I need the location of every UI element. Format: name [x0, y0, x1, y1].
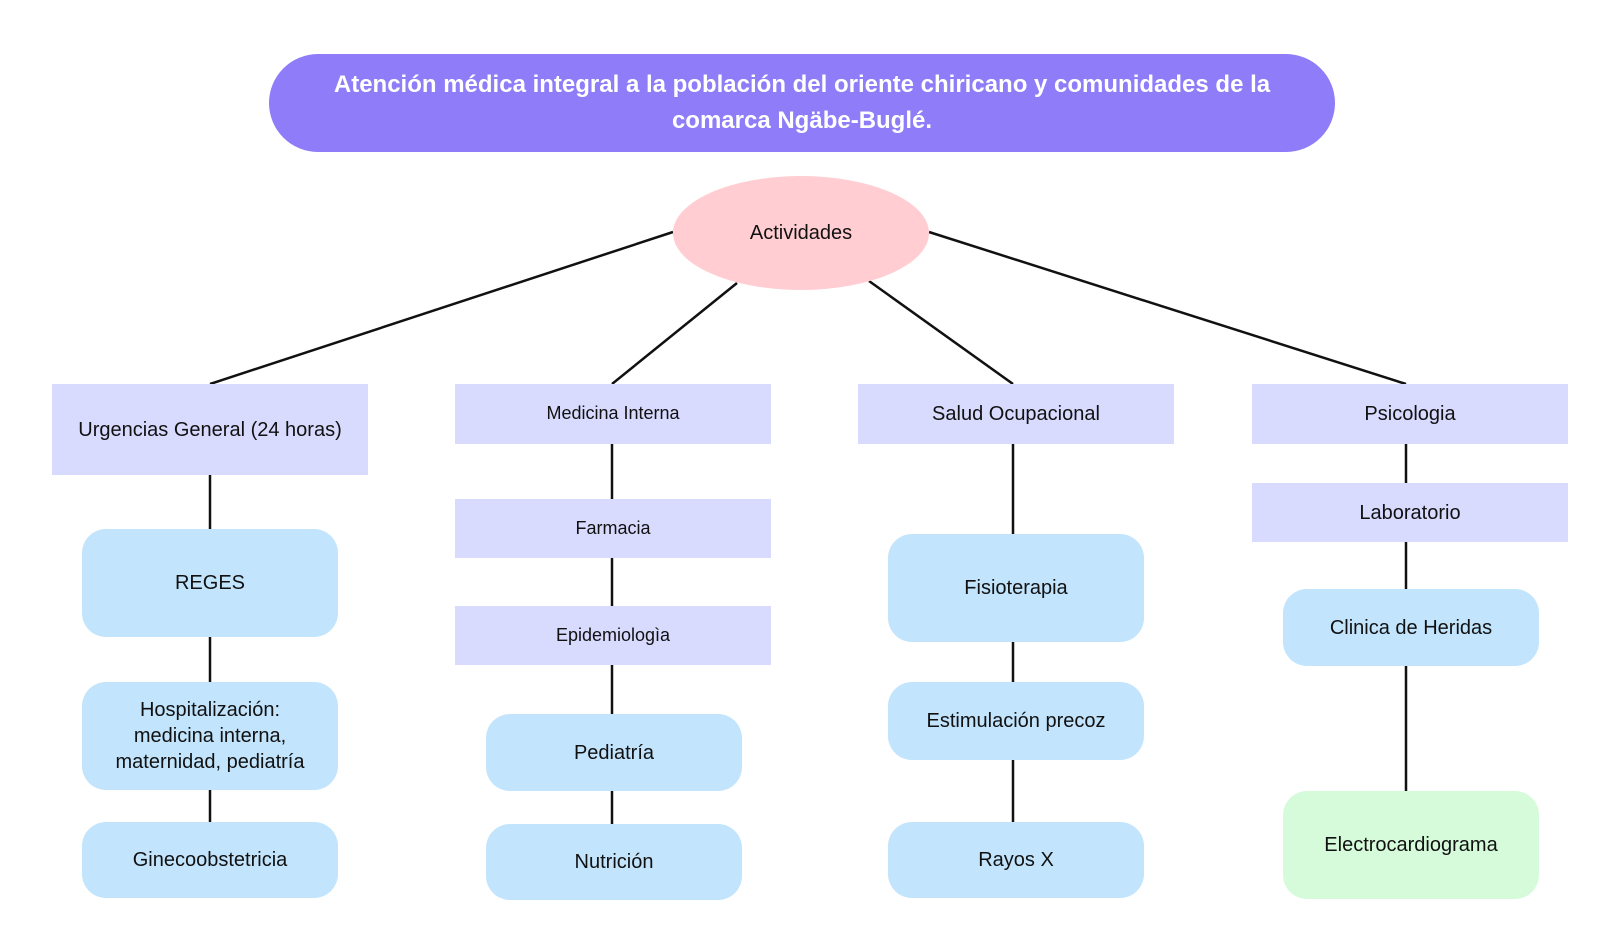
node-laboratorio: Laboratorio: [1252, 483, 1568, 542]
node-clinica-de-heridas: Clinica de Heridas: [1283, 589, 1539, 666]
node-epidemiologia: Epidemiologìa: [455, 606, 771, 665]
connector-root-salud-ocupacional: [868, 279, 1014, 386]
node-pediatria: Pediatría: [486, 714, 742, 791]
node-reges: REGES: [82, 529, 338, 637]
connector-root-medicina-interna: [611, 282, 738, 385]
connector-root-psicologia: [928, 230, 1407, 386]
root-node: Actividades: [673, 176, 929, 290]
page-title: Atención médica integral a la población …: [269, 54, 1335, 152]
header-urgencias-general: Urgencias General (24 horas): [52, 384, 368, 475]
header-salud-ocupacional: Salud Ocupacional: [858, 384, 1174, 444]
node-rayos-x: Rayos X: [888, 822, 1144, 898]
node-electrocardiograma: Electrocardiograma: [1283, 791, 1539, 899]
node-estimulacion-precoz: Estimulación precoz: [888, 682, 1144, 760]
connector-root-urgencias: [209, 230, 674, 386]
node-farmacia: Farmacia: [455, 499, 771, 558]
header-psicologia: Psicologia: [1252, 384, 1568, 444]
node-ginecoobstetricia: Ginecoobstetricia: [82, 822, 338, 898]
node-hospitalizacion: Hospitalización: medicina interna, mater…: [82, 682, 338, 790]
node-fisioterapia: Fisioterapia: [888, 534, 1144, 642]
node-nutricion: Nutrición: [486, 824, 742, 900]
header-medicina-interna: Medicina Interna: [455, 384, 771, 444]
